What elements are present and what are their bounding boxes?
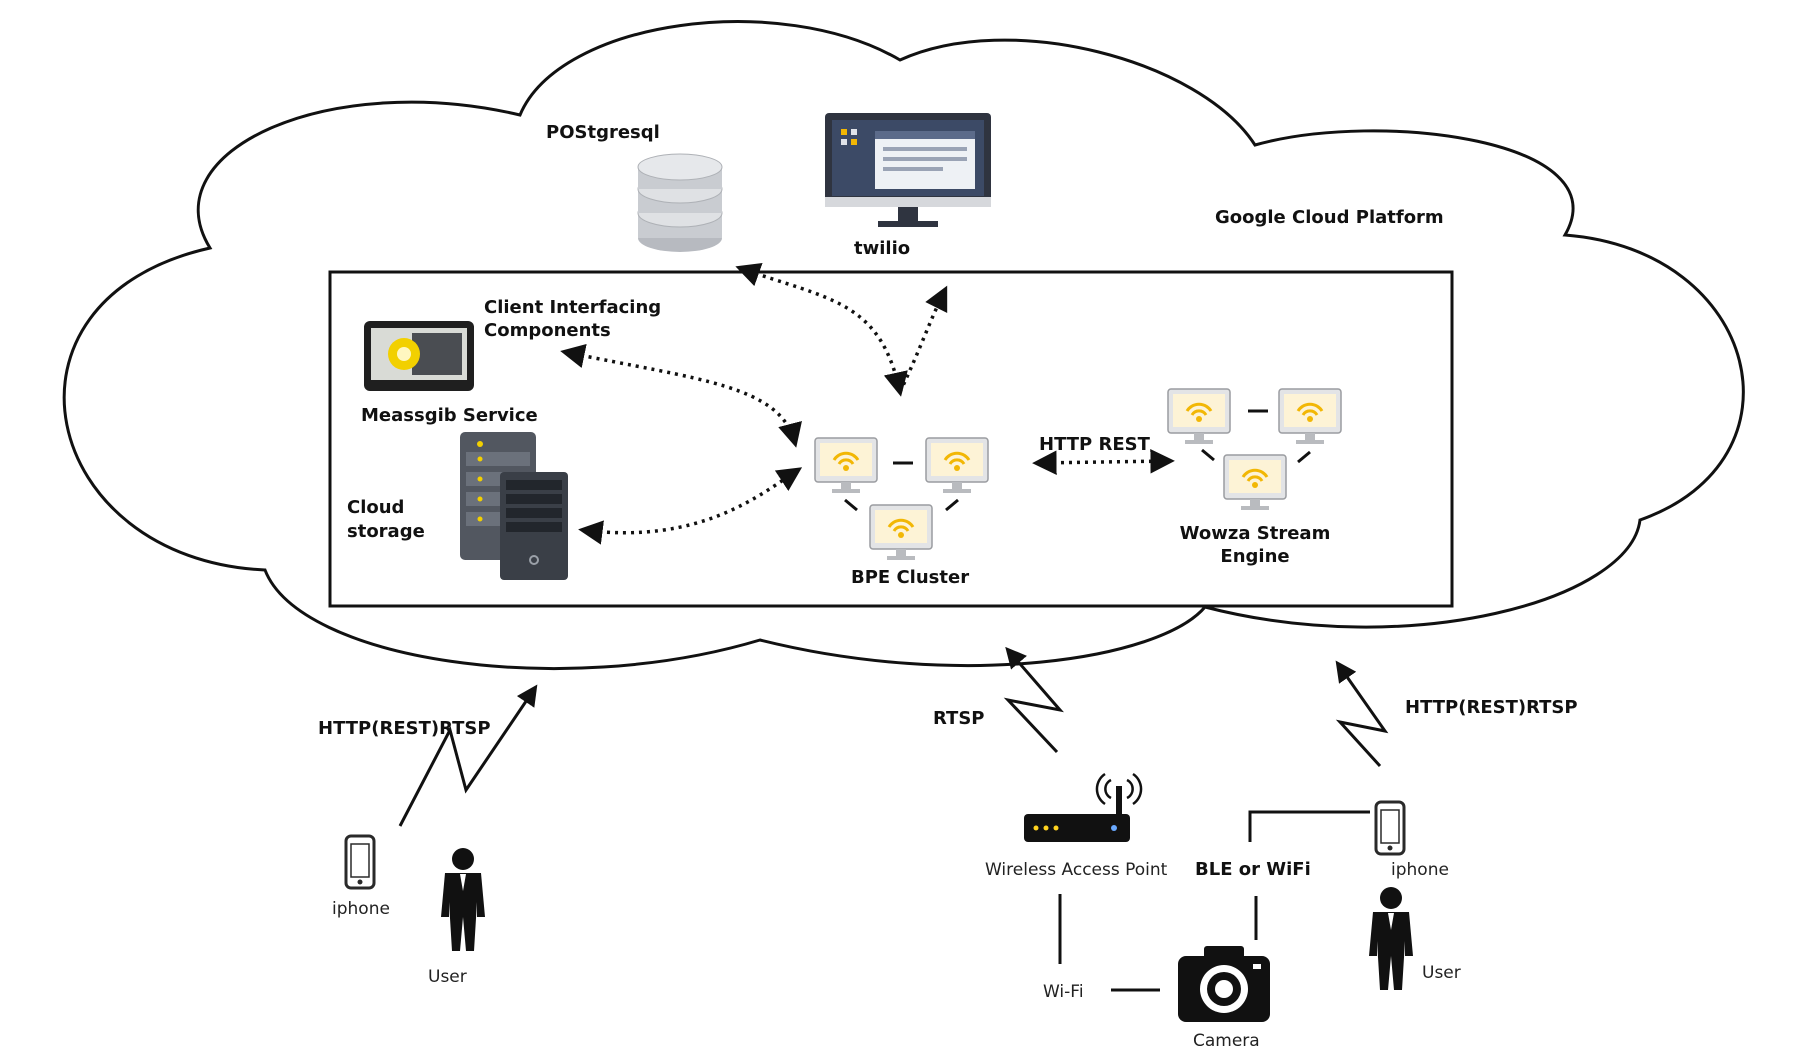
arrow-storage-bpe [578, 467, 803, 545]
phone-icon [344, 834, 376, 890]
link-right-phone [1335, 660, 1389, 768]
message-service-label: Meassgib Service [361, 405, 538, 426]
bpe-cluster-label: BPE Cluster [851, 567, 970, 588]
server-icon [460, 432, 568, 580]
right-user-label: User [1422, 963, 1461, 983]
ble-wifi-label: BLE or WiFi [1195, 859, 1311, 880]
camera-icon [1178, 946, 1270, 1022]
wifi-label: Wi-Fi [1043, 982, 1084, 1002]
left-link-label: HTTP(REST)RTSP [318, 718, 491, 739]
right-phone-label: iphone [1391, 860, 1449, 880]
arrow-postgres-bpe [735, 263, 908, 397]
wowza-cluster [1166, 387, 1343, 512]
cloud-storage-line1: Cloud [347, 497, 405, 518]
access-point-label: Wireless Access Point [985, 860, 1168, 880]
monitor-icon [825, 113, 991, 227]
person-icon [441, 848, 485, 951]
arrow-http-rest [1032, 449, 1175, 475]
left-user-label: User [428, 967, 467, 987]
rtsp-label: RTSP [933, 708, 985, 729]
connection-lines [1058, 810, 1370, 992]
router-icon [1024, 772, 1143, 842]
link-left-user [398, 684, 538, 827]
database-icon [637, 153, 723, 252]
arrow-client-bpe [560, 343, 802, 448]
postgres-label: POStgresql [546, 122, 660, 143]
person-icon [1369, 887, 1413, 990]
left-phone-label: iphone [332, 899, 390, 919]
dotted-arrows [560, 263, 1175, 545]
twilio-label: twilio [854, 238, 911, 259]
bpe-cluster [813, 436, 990, 562]
wowza-line2: Engine [1220, 546, 1290, 567]
phone-icon [1374, 800, 1406, 856]
link-access-point [1003, 646, 1064, 754]
platform-label: Google Cloud Platform [1215, 207, 1444, 228]
camera-label: Camera [1193, 1031, 1260, 1051]
cloud-storage-line2: storage [347, 521, 425, 542]
lightning-links [398, 646, 1389, 827]
wowza-line1: Wowza Stream [1179, 523, 1331, 544]
right-link-label: HTTP(REST)RTSP [1405, 697, 1578, 718]
client-interfacing-line1: Client Interfacing [484, 297, 662, 318]
line-phone-ble [1248, 810, 1370, 842]
tablet-icon [364, 321, 474, 391]
client-interfacing-line2: Components [484, 320, 611, 341]
http-rest-label: HTTP REST [1039, 434, 1150, 455]
